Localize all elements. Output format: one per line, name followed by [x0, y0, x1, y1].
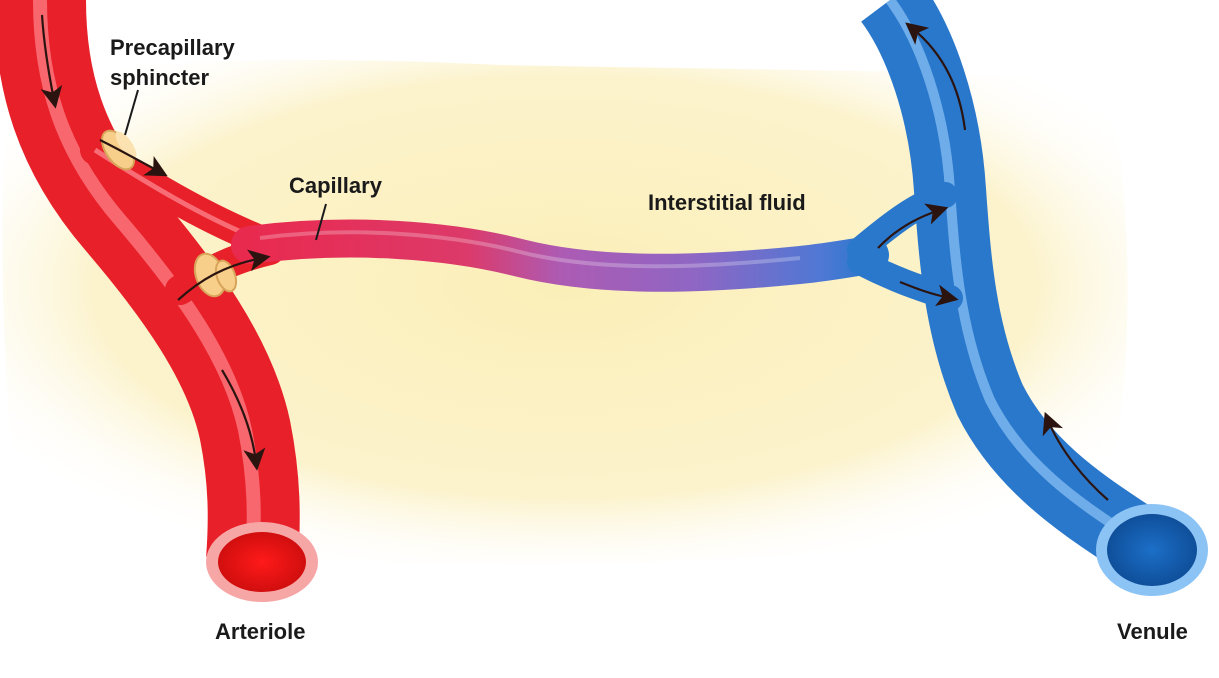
- flow-arrow-arteriole-bottom: [221, 369, 266, 471]
- flow-arrow-venule-lower-branch: [899, 280, 959, 307]
- arteriole-label: Arteriole: [215, 619, 306, 644]
- precapillary-sphincter-lower: [193, 252, 238, 298]
- precapillary-sphincter-label-line2: sphincter: [110, 65, 210, 90]
- flow-arrow-venule-bottom: [1042, 411, 1109, 501]
- precapillary-sphincter-label-line1: Precapillary: [110, 35, 235, 60]
- flow-arrow-lower-branch: [177, 249, 271, 301]
- venule: [847, 0, 1208, 596]
- flow-arrow-upper-branch: [99, 139, 168, 177]
- capillary-label: Capillary: [289, 173, 382, 198]
- interstitial-fluid-label: Interstitial fluid: [648, 190, 806, 215]
- flow-arrow-arteriole-top: [40, 14, 63, 109]
- capillary: [231, 219, 889, 292]
- venule-label: Venule: [1117, 619, 1188, 644]
- flow-arrow-venule-upper-branch: [877, 203, 949, 249]
- sphincter-leader-line: [124, 89, 139, 136]
- flow-arrows: [40, 14, 1109, 501]
- capillary-leader-line: [315, 203, 327, 241]
- flow-arrow-venule-top: [905, 22, 967, 131]
